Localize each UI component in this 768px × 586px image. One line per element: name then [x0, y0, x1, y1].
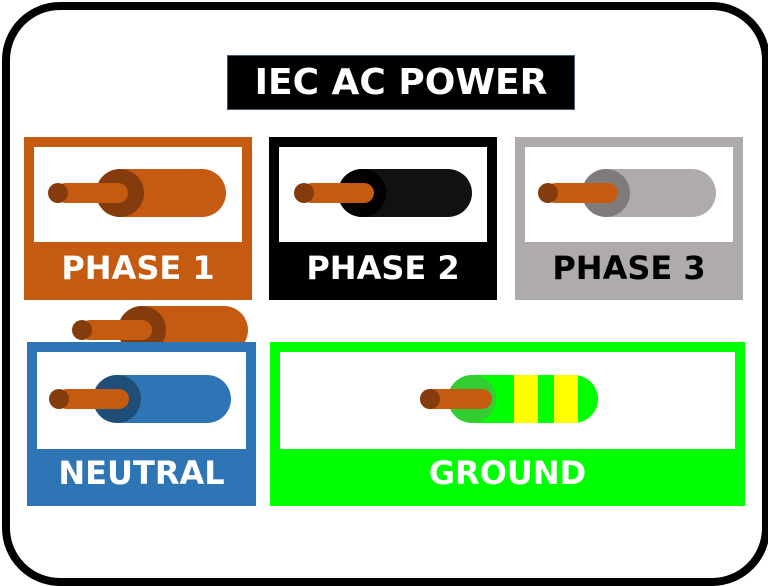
wire-phase-2-icon	[294, 169, 472, 217]
label-neutral: NEUTRAL	[58, 454, 225, 492]
card-phase-1: PHASE 1	[24, 137, 252, 354]
wire-phase-3-icon	[538, 169, 716, 217]
wire-phase-1-overlay-icon	[48, 169, 226, 217]
label-ground: GROUND	[428, 454, 587, 492]
page-title: IEC AC POWER	[254, 62, 548, 103]
card-ground: GROUND	[270, 342, 745, 506]
label-phase-2: PHASE 2	[306, 249, 460, 287]
label-phase-3: PHASE 3	[552, 249, 706, 287]
title-banner: IEC AC POWER	[227, 55, 575, 110]
label-phase-1: PHASE 1	[61, 249, 215, 287]
wire-neutral-icon	[49, 375, 231, 423]
wire-ground-icon	[420, 375, 598, 423]
